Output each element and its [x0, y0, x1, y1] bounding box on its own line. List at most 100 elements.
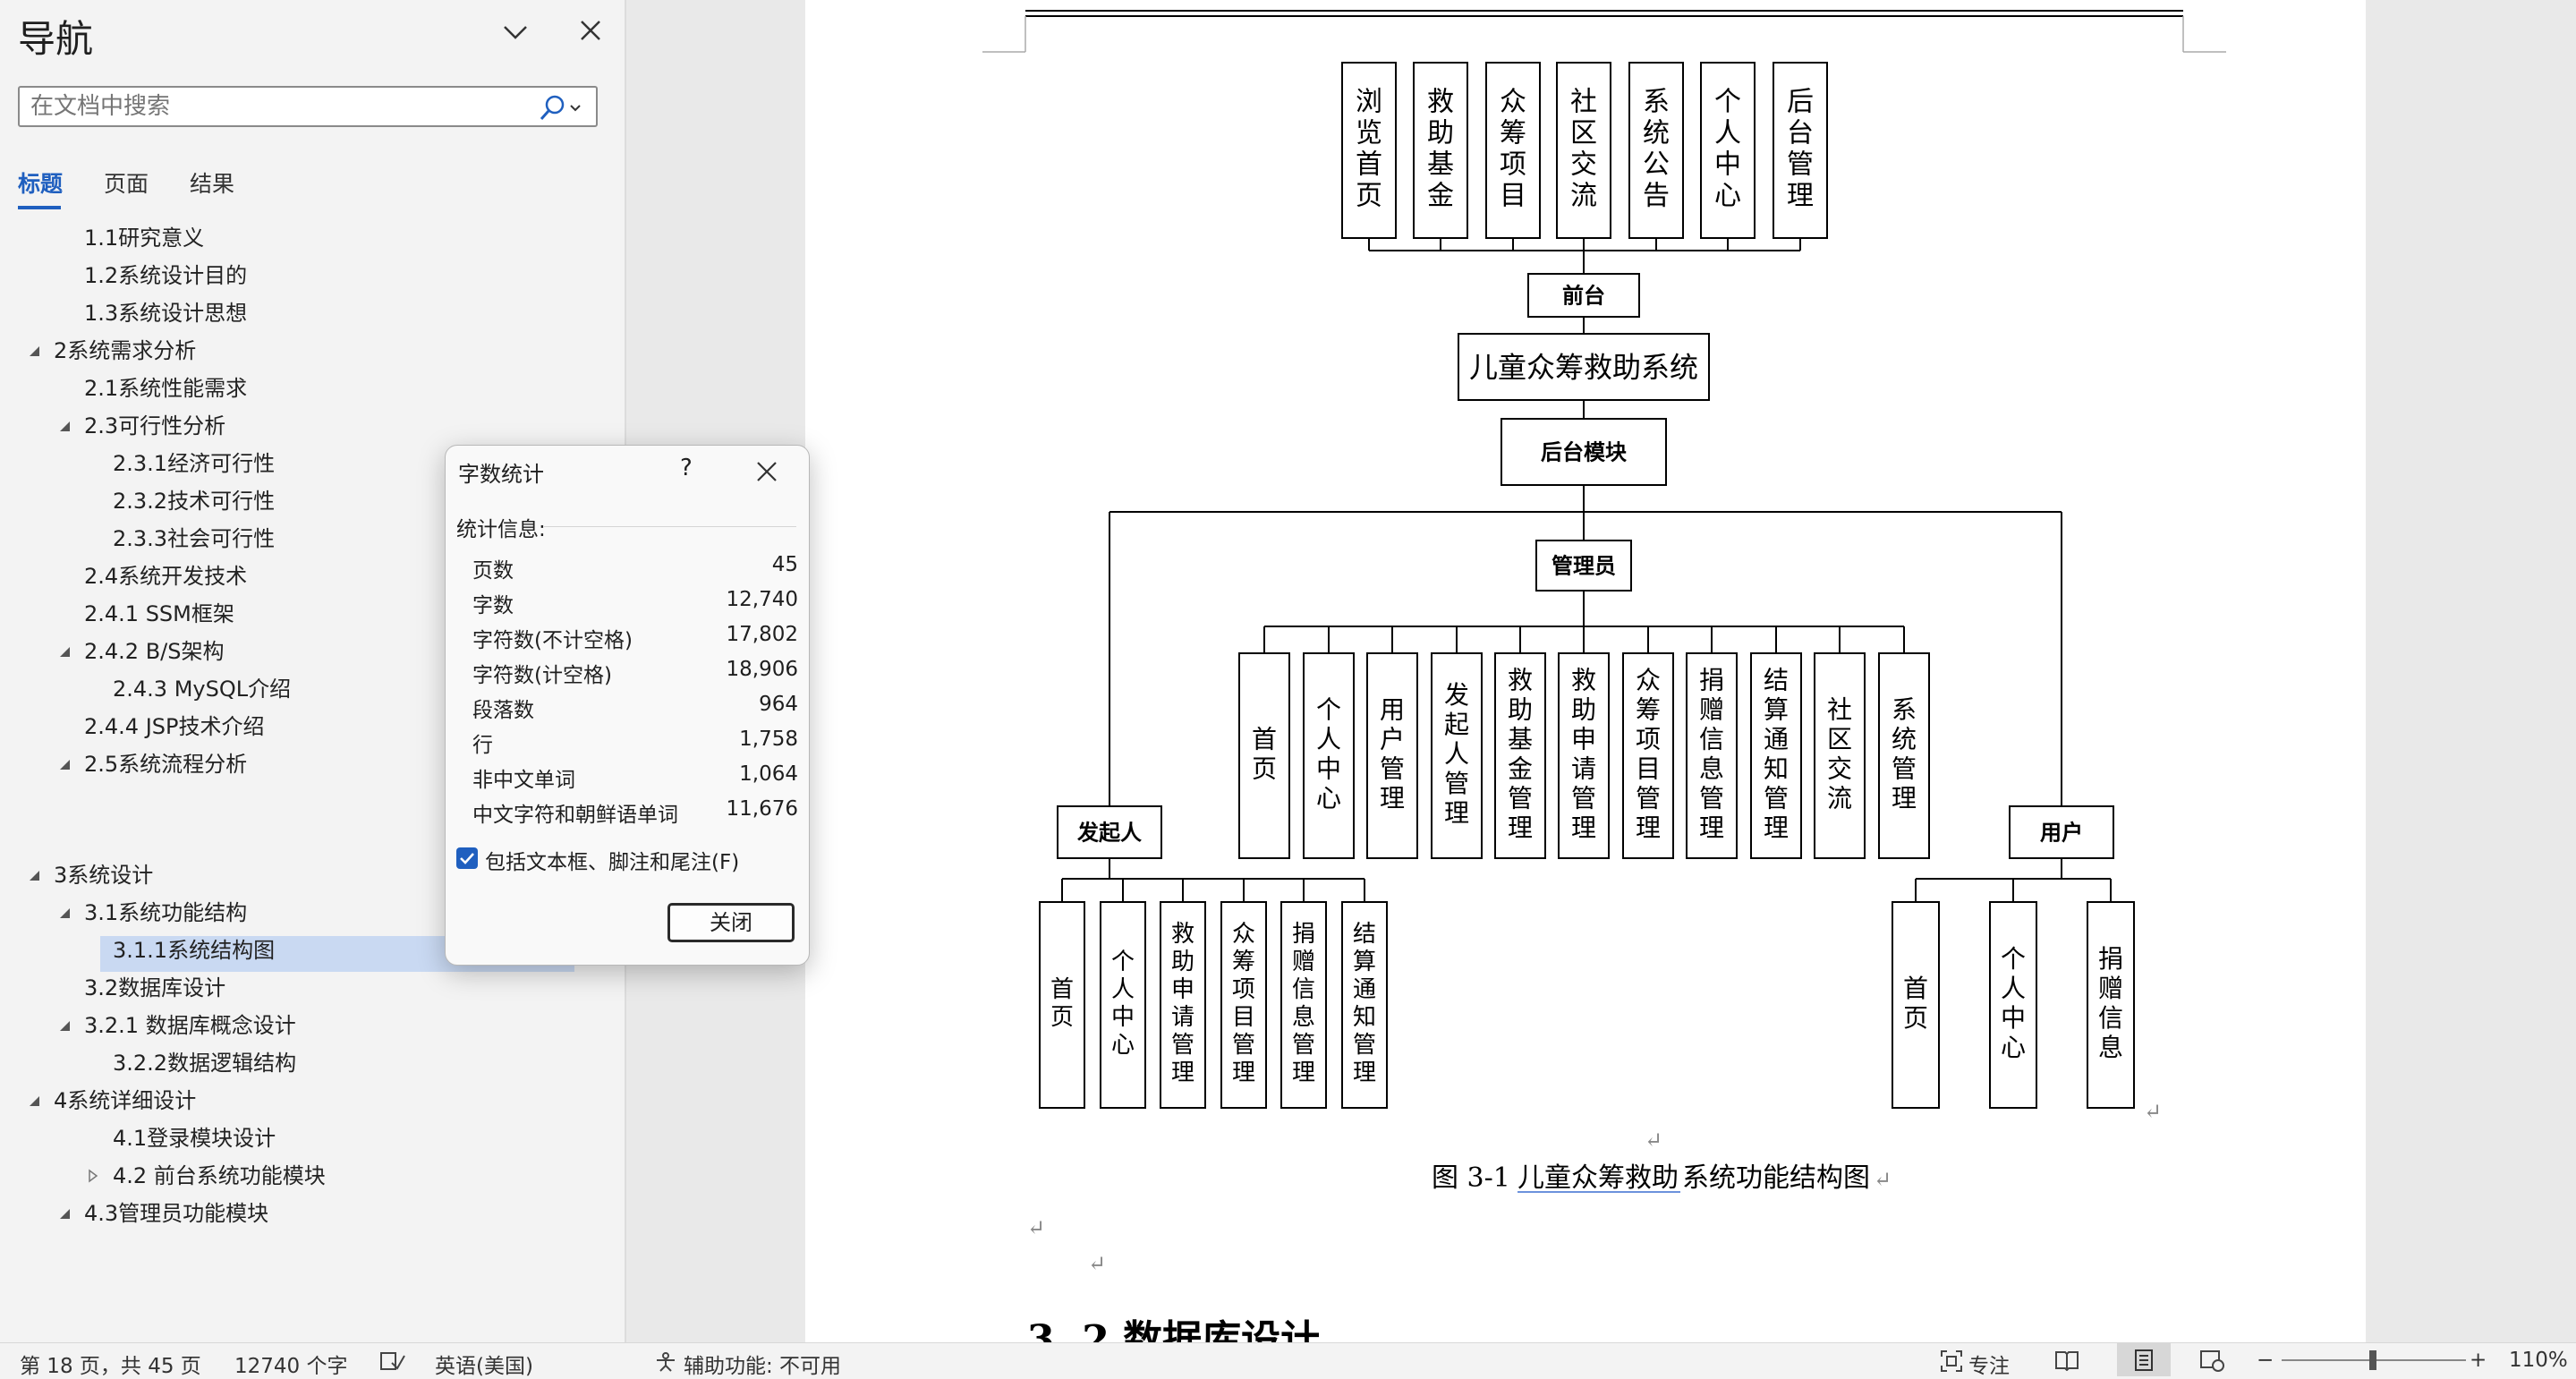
proofing-icon[interactable] [379, 1350, 406, 1372]
web-layout-icon[interactable] [2199, 1349, 2226, 1373]
diagram-label: 社区交流 [1570, 87, 1597, 212]
close-icon[interactable] [576, 16, 605, 45]
heading-item[interactable]: 2.4.3 MySQL介绍 [113, 677, 292, 702]
stat-label: 行 [472, 734, 493, 757]
page-count[interactable]: 第 18 页，共 45 页 [20, 1355, 201, 1378]
diagram-box [1303, 652, 1355, 859]
diagram-label: 救助基金管理 [1508, 665, 1533, 842]
zoom-slider-thumb[interactable] [2369, 1350, 2376, 1370]
diagram-box [1057, 805, 1162, 859]
expanded-triangle-icon[interactable] [57, 1018, 72, 1033]
print-layout-button[interactable] [2117, 1343, 2171, 1376]
stat-label: 字数 [472, 594, 514, 617]
expanded-triangle-icon[interactable] [57, 906, 72, 920]
diagram-label: 救助申请管理 [1571, 665, 1596, 842]
heading-item[interactable]: 2.4.1 SSM框架 [84, 601, 234, 626]
chevron-down-icon[interactable] [499, 16, 531, 48]
focus-mode-label[interactable]: 专注 [1968, 1355, 2010, 1378]
collapsed-triangle-icon[interactable] [86, 1169, 100, 1183]
diagram-label: 用户管理 [1380, 694, 1405, 813]
diagram-label: 后台模块 [1541, 439, 1627, 465]
diagram-label: 捐赠信息管理 [1292, 921, 1315, 1086]
stat-value: 964 [759, 693, 798, 716]
heading-item[interactable]: 2.3可行性分析 [84, 413, 226, 438]
heading-item[interactable]: 4.2 前台系统功能模块 [113, 1163, 326, 1188]
diagram-box [1814, 652, 1866, 859]
diagram-box [1280, 901, 1327, 1109]
read-mode-icon[interactable] [2054, 1349, 2079, 1371]
stat-label: 非中文单词 [472, 769, 575, 792]
heading-item[interactable]: 3.2.1 数据库概念设计 [84, 1013, 296, 1038]
diagram-label: 个人中心 [1714, 87, 1741, 212]
close-button[interactable]: 关闭 [667, 903, 795, 942]
expanded-triangle-icon[interactable] [27, 1094, 41, 1108]
heading-item[interactable]: 2.3.1经济可行性 [113, 451, 276, 476]
diagram-label: 社区交流 [1827, 694, 1852, 813]
tab-pages[interactable]: 页面 [104, 171, 149, 197]
stat-value: 18,906 [726, 658, 798, 681]
expanded-triangle-icon[interactable] [57, 419, 72, 433]
diagram-box [1535, 540, 1632, 592]
diagram-label: 个人中心 [1111, 949, 1135, 1059]
heading-item[interactable]: 2.1系统性能需求 [84, 376, 248, 401]
heading-item[interactable]: 1.3系统设计思想 [84, 301, 248, 326]
help-button[interactable]: ? [680, 455, 693, 481]
heading-item[interactable]: 2.4.2 B/S架构 [84, 639, 225, 664]
checkbox-label[interactable]: 包括文本框、脚注和尾注(F) [485, 851, 740, 874]
diagram-box [1773, 62, 1828, 239]
close-icon[interactable] [755, 460, 778, 483]
diagram-box [1341, 901, 1388, 1109]
heading-item[interactable]: 3.1.1系统结构图 [113, 938, 276, 963]
tab-headings[interactable]: 标题 [18, 171, 64, 197]
diagram-box [1700, 62, 1756, 239]
diagram-label: 浏览首页 [1356, 87, 1382, 212]
diagram-label: 首页 [1903, 974, 1928, 1033]
diagram-box [1220, 901, 1267, 1109]
heading-item[interactable]: 2.5系统流程分析 [84, 752, 248, 777]
heading-item[interactable]: 3.2数据库设计 [84, 975, 226, 1000]
zoom-in-button[interactable]: + [2470, 1349, 2487, 1372]
active-tab-indicator [18, 206, 61, 209]
heading-item[interactable]: 2.3.3社会可行性 [113, 526, 276, 551]
dialog-title: 字数统计 [458, 462, 544, 487]
diagram-box [1501, 418, 1667, 486]
heading-item[interactable]: 1.1研究意义 [84, 226, 205, 251]
diagram-box [1622, 652, 1674, 859]
heading-item[interactable]: 3.2.2数据逻辑结构 [113, 1051, 297, 1076]
heading-item[interactable]: 1.2系统设计目的 [84, 263, 248, 288]
expanded-triangle-icon[interactable] [57, 757, 72, 771]
heading-item[interactable]: 2.4.4 JSP技术介绍 [84, 714, 265, 739]
accessibility-status[interactable]: 辅助功能: 不可用 [684, 1355, 842, 1378]
heading-item[interactable]: 4.3管理员功能模块 [84, 1201, 269, 1226]
diagram-box [1989, 901, 2037, 1109]
expanded-triangle-icon[interactable] [57, 644, 72, 659]
expanded-triangle-icon[interactable] [27, 868, 41, 882]
word-count[interactable]: 12740 个字 [234, 1355, 348, 1378]
heading-item[interactable]: 4.1登录模块设计 [113, 1126, 276, 1151]
tab-results[interactable]: 结果 [190, 171, 235, 197]
diagram-label: 首页 [1252, 724, 1277, 783]
search-icon[interactable] [537, 93, 583, 123]
focus-icon[interactable] [1940, 1349, 1963, 1373]
zoom-level[interactable]: 110% [2509, 1349, 2568, 1372]
diagram-label: 系统管理 [1892, 694, 1917, 813]
include-textboxes-checkbox[interactable] [456, 847, 478, 869]
search-input[interactable] [20, 88, 531, 125]
diagram-label: 结算通知管理 [1764, 665, 1789, 842]
heading-item[interactable]: 2系统需求分析 [54, 338, 197, 363]
heading-item[interactable]: 3.1系统功能结构 [84, 900, 248, 925]
heading-item[interactable]: 2.3.2技术可行性 [113, 489, 276, 514]
accessibility-icon[interactable] [653, 1350, 678, 1372]
zoom-out-button[interactable]: − [2257, 1349, 2274, 1372]
expanded-triangle-icon[interactable] [57, 1206, 72, 1221]
language[interactable]: 英语(美国) [435, 1355, 533, 1378]
expanded-triangle-icon[interactable] [27, 344, 41, 358]
heading-item[interactable]: 2.4系统开发技术 [84, 564, 248, 589]
heading-item[interactable]: 3系统设计 [54, 863, 154, 888]
structure-diagram: 浏览首页救助基金众筹项目社区交流系统公告个人中心后台管理前台儿童众筹救助系统后台… [805, 0, 2366, 1342]
search-box[interactable] [18, 86, 598, 127]
diagram-box [1494, 652, 1546, 859]
heading-item[interactable]: 4系统详细设计 [54, 1088, 197, 1113]
stat-label: 字符数(计空格) [472, 664, 612, 687]
diagram-box [1160, 901, 1206, 1109]
